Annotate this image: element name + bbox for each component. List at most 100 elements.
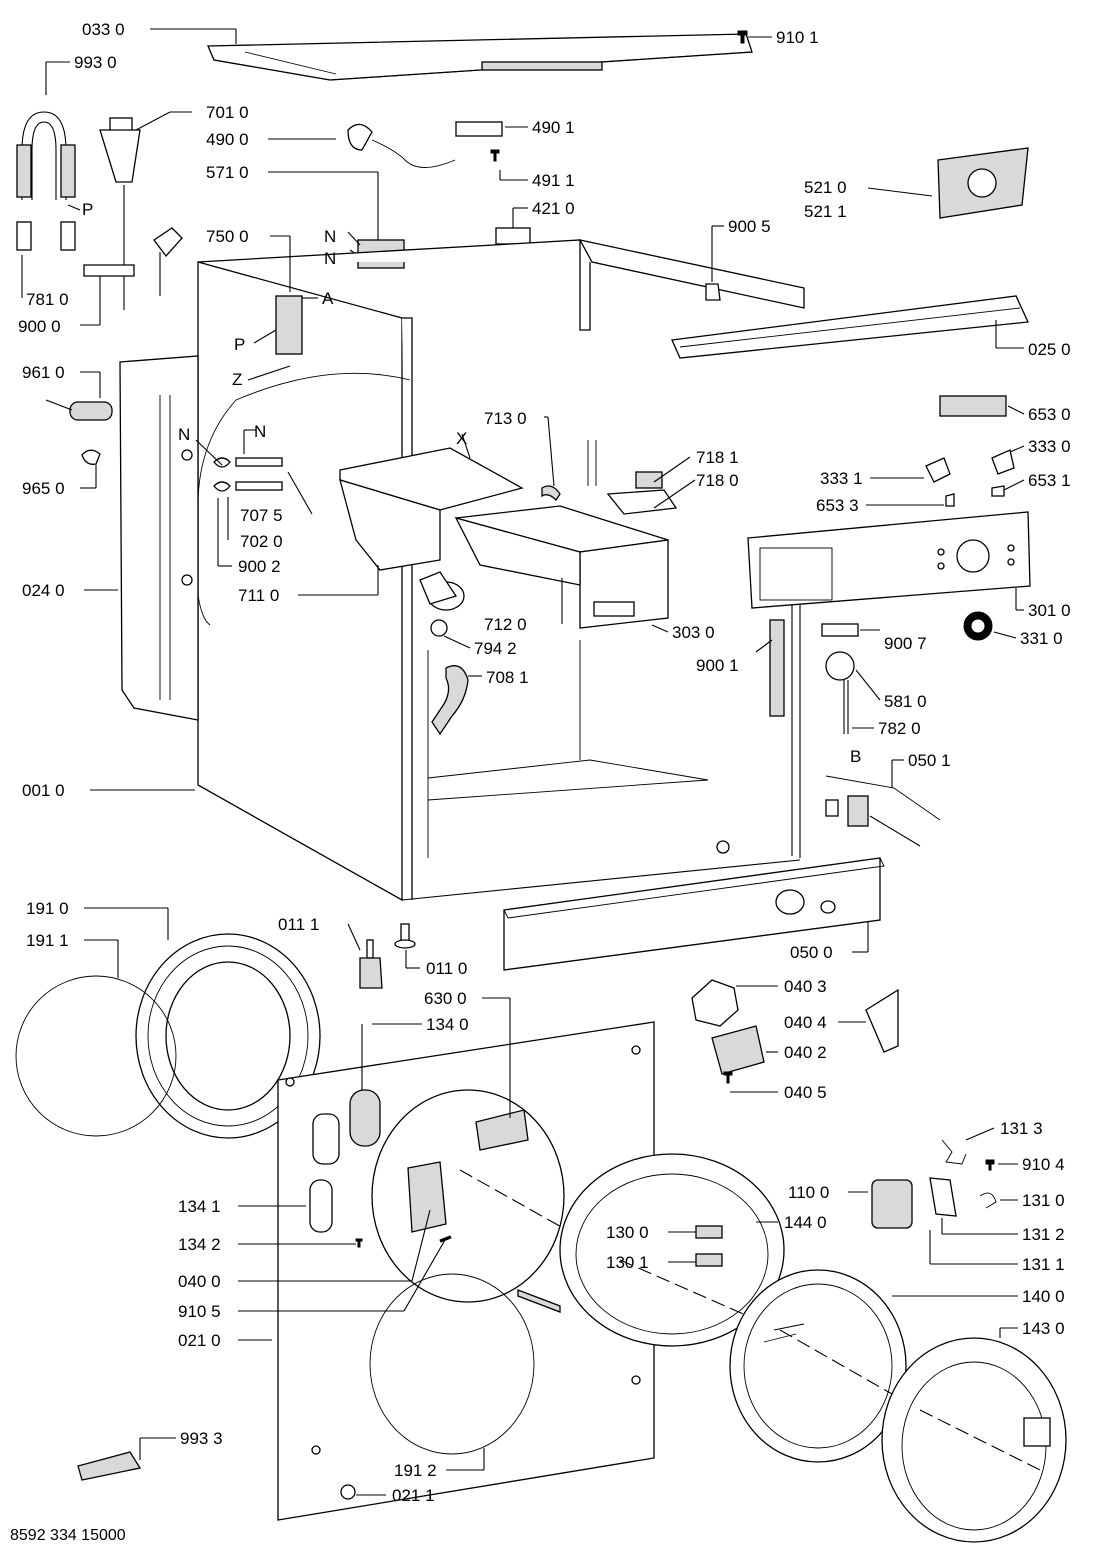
label-581-0: 581 0 — [884, 692, 927, 711]
label-718-1: 718 1 — [696, 448, 739, 467]
dispenser-housing-711 — [298, 433, 524, 611]
nozzle — [153, 227, 183, 296]
door-frame-144 — [517, 1153, 785, 1347]
label-910-1: 910 1 — [776, 28, 819, 47]
letter-n-valve-1: N — [324, 227, 336, 246]
label-040-3: 040 3 — [784, 977, 827, 996]
label-050-1: 050 1 — [908, 751, 951, 770]
panel-301 — [747, 511, 1031, 611]
hinge-040 — [691, 979, 899, 1093]
tool-993-3 — [77, 1437, 176, 1481]
light-653-0 — [939, 395, 1025, 417]
label-021-0: 021 0 — [178, 1331, 221, 1350]
label-521-0: 521 0 — [804, 178, 847, 197]
label-910-5: 910 5 — [178, 1302, 221, 1321]
label-131-3: 131 3 — [1000, 1119, 1043, 1138]
label-021-1: 021 1 — [392, 1486, 435, 1505]
label-571-0: 571 0 — [206, 163, 249, 182]
letter-n-hose-1: N — [178, 425, 190, 444]
label-001-0: 001 0 — [22, 781, 65, 800]
label-421-0: 421 0 — [532, 199, 575, 218]
label-333-1: 333 1 — [820, 469, 863, 488]
label-131-1: 131 1 — [1022, 1255, 1065, 1274]
label-131-2: 131 2 — [1022, 1225, 1065, 1244]
label-900-0: 900 0 — [18, 317, 61, 336]
label-794-2: 794 2 — [474, 639, 517, 658]
label-653-3: 653 3 — [816, 496, 859, 515]
kickplate-050-0 — [503, 857, 885, 971]
label-490-1: 490 1 — [532, 118, 575, 137]
hoses-707-702 — [195, 429, 313, 567]
label-303-0: 303 0 — [672, 623, 715, 642]
gasket-191-2 — [446, 1448, 485, 1471]
bellows-191 — [15, 907, 321, 1139]
sensor-581 — [821, 623, 881, 734]
label-900-1: 900 1 — [696, 656, 739, 675]
label-491-1: 491 1 — [532, 171, 575, 190]
rail-025 — [671, 295, 1029, 359]
label-011-1: 011 1 — [278, 915, 319, 934]
filter-490-1 — [455, 121, 528, 181]
label-025-0: 025 0 — [1028, 340, 1071, 359]
latch-131 — [848, 1127, 1018, 1265]
label-900-2: 900 2 — [238, 557, 281, 576]
screw-top — [737, 30, 772, 44]
power-cord-490 — [268, 123, 456, 168]
letter-p-switch: P — [234, 335, 245, 354]
label-965-0: 965 0 — [22, 479, 65, 498]
inlet-valve-701 — [99, 111, 192, 310]
label-130-0: 130 0 — [606, 1223, 649, 1242]
label-134-1: 134 1 — [178, 1197, 221, 1216]
label-521-1: 521 1 — [804, 202, 847, 221]
label-143-0: 143 0 — [1022, 1319, 1065, 1338]
label-301-0: 301 0 — [1028, 601, 1071, 620]
brackets-333-653 — [866, 445, 1025, 507]
label-711-0: 711 0 — [238, 586, 279, 605]
clamp-900-5 — [705, 225, 724, 301]
cabinet-body — [90, 239, 805, 902]
module-521 — [867, 147, 1029, 219]
label-750-0: 750 0 — [206, 227, 249, 246]
connector-050-1 — [825, 759, 941, 847]
label-110-0: 110 0 — [788, 1183, 829, 1202]
screw-910-5 — [439, 1235, 452, 1243]
label-011-0: 011 0 — [426, 959, 467, 978]
label-900-5: 900 5 — [728, 217, 771, 236]
label-050-0: 050 0 — [790, 943, 833, 962]
side-panel-024 — [84, 355, 199, 721]
label-900-7: 900 7 — [884, 634, 927, 653]
pressure-switch-750 — [247, 235, 318, 381]
hose-708-794 — [430, 619, 482, 736]
door-glass-140 — [729, 1269, 1018, 1463]
letter-n-hose-2: N — [254, 422, 266, 441]
part-713 — [541, 416, 561, 502]
top-cover-panel — [150, 28, 753, 81]
letter-a: A — [322, 289, 334, 308]
letter-x: X — [456, 429, 467, 448]
part-718 — [606, 456, 696, 515]
label-718-0: 718 0 — [696, 471, 739, 490]
door-outer-143 — [881, 1327, 1067, 1543]
letter-n-valve-2: N — [324, 249, 336, 268]
label-040-0: 040 0 — [178, 1272, 221, 1291]
knob-331 — [963, 611, 1017, 641]
label-040-2: 040 2 — [784, 1043, 827, 1062]
label-490-0: 490 0 — [206, 130, 249, 149]
label-707-5: 707 5 — [240, 506, 283, 525]
label-191-0: 191 0 — [26, 899, 69, 918]
switch-900-1 — [755, 619, 785, 717]
label-782-0: 782 0 — [878, 719, 921, 738]
drawing-reference-code: 8592 334 15000 — [10, 1527, 126, 1544]
label-910-4: 910 4 — [1022, 1155, 1065, 1174]
label-024-0: 024 0 — [22, 581, 65, 600]
label-333-0: 333 0 — [1028, 437, 1071, 456]
hose-assembly — [16, 61, 81, 298]
label-331-0: 331 0 — [1020, 629, 1063, 648]
screw-134-2 — [355, 1238, 363, 1248]
letter-b: B — [850, 747, 861, 766]
label-131-0: 131 0 — [1022, 1191, 1065, 1210]
front-panel-021 — [238, 997, 655, 1521]
label-781-0: 781 0 — [26, 290, 69, 309]
filter-421 — [495, 207, 531, 245]
